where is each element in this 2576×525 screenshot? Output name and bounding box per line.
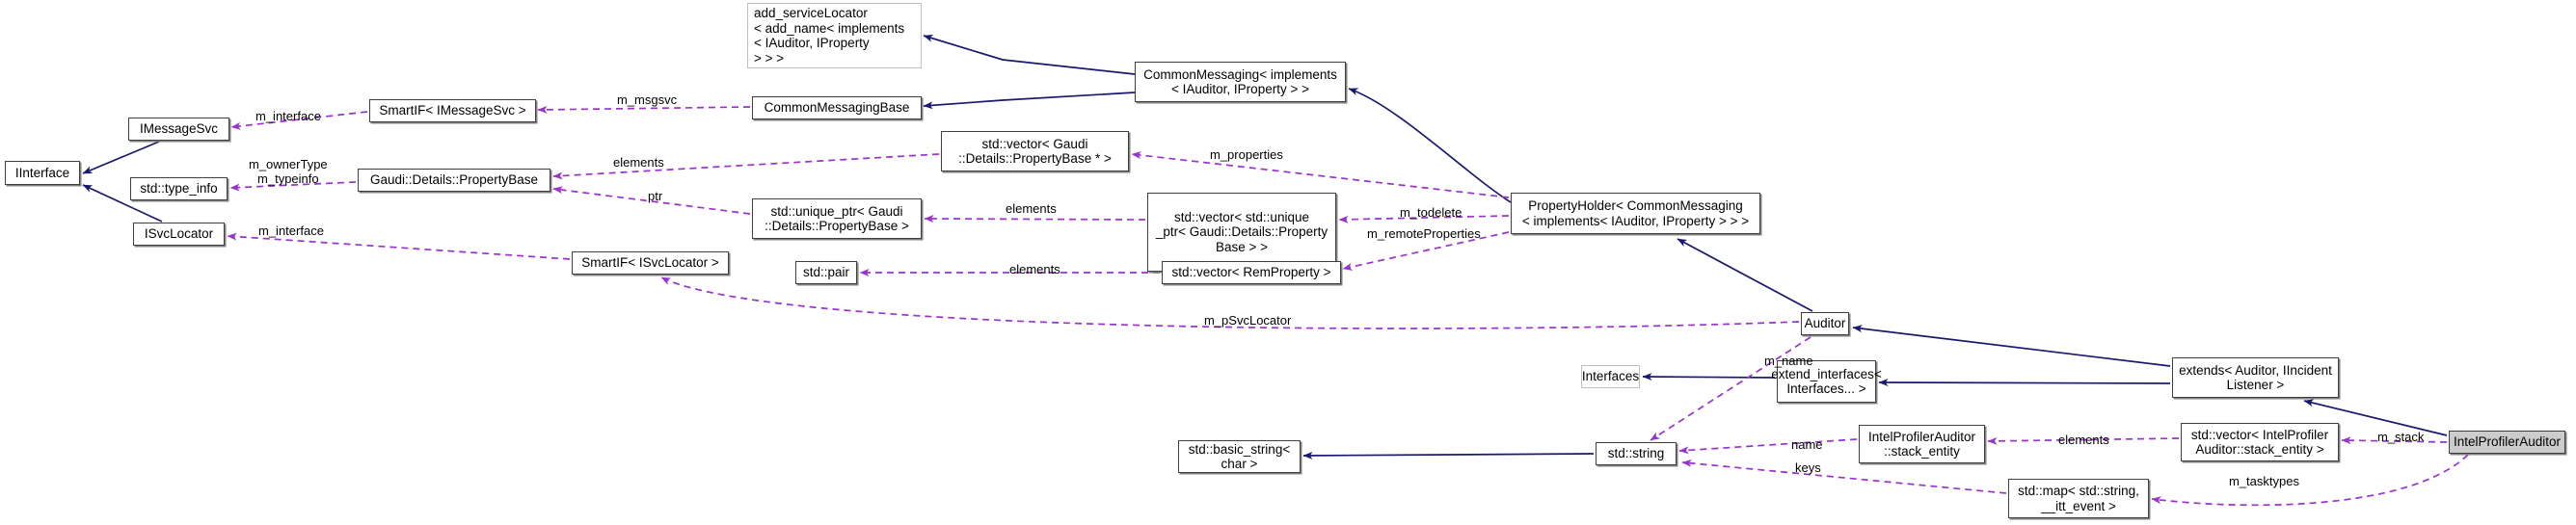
edge-label-m_pSvcLocator: m_pSvcLocator xyxy=(1204,313,1292,328)
edge-usage-PropertyHolder-to-vector_PropertyBase_ptr xyxy=(1131,151,1510,198)
class-node-Gaudi_Details_PropertyBase[interactable]: Gaudi::Details::PropertyBase xyxy=(358,169,550,192)
class-node-label: IInterface xyxy=(14,165,70,180)
class-node-IInterface[interactable]: IInterface xyxy=(5,161,80,185)
edge-inheritance-Auditor-to-PropertyHolder xyxy=(1677,238,1813,312)
edge-label-m_properties: m_properties xyxy=(1210,147,1283,162)
edge-usage-SmartIF_ISvcLocator-to-ISvcLocator xyxy=(227,232,571,260)
class-node-label: SmartIF< ISvcLocator > xyxy=(581,255,719,271)
class-node-unique_ptr_PropertyBase[interactable]: std::unique_ptr< Gaudi ::Details::Proper… xyxy=(752,198,922,239)
edge-label-elements_propertybase: elements xyxy=(613,155,664,170)
class-node-label: IntelProfilerAuditor ::stack_entity xyxy=(1867,429,1976,459)
class-node-label: std::pair xyxy=(802,265,850,280)
class-node-std_pair[interactable]: std::pair xyxy=(795,261,857,284)
edge-usage-vector_PropertyBase_ptr-to-Gaudi_Details_PropertyBase xyxy=(552,153,940,180)
class-node-IMessageSvc[interactable]: IMessageSvc xyxy=(128,118,229,141)
edge-label-keys: keys xyxy=(1795,460,1821,475)
edge-label-m_ownerType_typeinfo: m_ownerType m_typeinfo xyxy=(249,157,328,186)
edge-usage-IntelProfilerAuditor-to-map_string_itt_event xyxy=(2151,454,2469,507)
edge-inheritance-extends_Auditor_IIncidentListener-to-Auditor xyxy=(1852,325,2171,367)
edge-inheritance-extend_interfaces-to-Interfaces xyxy=(1642,373,1776,381)
edge-label-m_interface_svcloc: m_interface xyxy=(258,223,324,238)
edge-label-m_msgsvc: m_msgsvc xyxy=(617,92,678,107)
class-node-label: ISvcLocator xyxy=(144,226,214,242)
class-node-vector_PropertyBase_ptr[interactable]: std::vector< Gaudi ::Details::PropertyBa… xyxy=(941,131,1129,171)
class-node-label: CommonMessagingBase xyxy=(764,100,910,116)
edge-label-m_name: m_name xyxy=(1764,354,1813,368)
class-node-label: std::string xyxy=(1607,446,1665,461)
class-node-label: std::unique_ptr< Gaudi ::Details::Proper… xyxy=(765,203,909,234)
class-node-PropertyHolder[interactable]: PropertyHolder< CommonMessaging < implem… xyxy=(1511,193,1760,234)
class-node-label: IMessageSvc xyxy=(139,121,219,137)
class-node-label: std::map< std::string, __itt_event > xyxy=(2018,484,2139,513)
class-node-map_string_itt_event[interactable]: std::map< std::string, __itt_event > xyxy=(2008,479,2149,518)
edge-label-m_interface_msgsvc: m_interface xyxy=(255,109,321,123)
edge-label-name: name xyxy=(1791,437,1823,452)
edge-inheritance-PropertyHolder-to-CommonMessaging xyxy=(1348,88,1512,203)
edge-label-elements_rem: elements xyxy=(1009,262,1060,276)
edge-label-ptr: ptr xyxy=(648,189,663,203)
edge-inheritance-std_string-to-basic_string_char xyxy=(1302,451,1595,459)
edge-inheritance-CommonMessaging-to-add_serviceLocator xyxy=(923,34,1136,75)
edge-label-elements_stack: elements xyxy=(2058,433,2109,447)
class-node-label: Gaudi::Details::PropertyBase xyxy=(369,172,539,188)
class-node-label: std::vector< RemProperty > xyxy=(1171,265,1331,280)
class-node-SmartIF_IMessageSvc[interactable]: SmartIF< IMessageSvc > xyxy=(369,99,536,122)
class-node-label: std::vector< std::unique _ptr< Gaudi::De… xyxy=(1155,209,1328,254)
class-node-IntelProfilerAuditor[interactable]: IntelProfilerAuditor xyxy=(2449,431,2565,454)
edge-usage-map_string_itt_event-to-std_string xyxy=(1681,459,2007,494)
edge-label-elements_unique_ptr: elements xyxy=(1006,201,1057,216)
class-node-CommonMessagingBase[interactable]: CommonMessagingBase xyxy=(752,96,922,119)
class-node-CommonMessaging[interactable]: CommonMessaging< implements < IAuditor, … xyxy=(1135,62,1346,102)
class-node-label: std::type_info xyxy=(140,181,218,197)
edge-usage-CommonMessagingBase-to-SmartIF_IMessageSvc xyxy=(537,105,751,114)
class-node-extends_Auditor_IIncidentListener[interactable]: extends< Auditor, IIncident Listener > xyxy=(2172,357,2339,398)
class-node-vector_unique_ptr_PropertyBase[interactable]: std::vector< std::unique _ptr< Gaudi::De… xyxy=(1147,193,1336,272)
class-node-SmartIF_ISvcLocator[interactable]: SmartIF< ISvcLocator > xyxy=(572,251,729,275)
class-node-vector_RemProperty[interactable]: std::vector< RemProperty > xyxy=(1162,261,1341,284)
class-node-label: std::vector< Gaudi ::Details::PropertyBa… xyxy=(958,136,1112,167)
class-node-label: Interfaces xyxy=(1581,369,1640,384)
class-node-ISvcLocator[interactable]: ISvcLocator xyxy=(133,223,225,246)
class-node-Interfaces[interactable]: Interfaces xyxy=(1581,365,1640,388)
class-node-Auditor[interactable]: Auditor xyxy=(1801,312,1849,335)
class-node-std_string[interactable]: std::string xyxy=(1596,442,1677,465)
class-node-label: IntelProfilerAuditor xyxy=(2453,434,2562,450)
class-node-std_type_info[interactable]: std::type_info xyxy=(130,177,228,200)
edge-label-m_todelete: m_todelete xyxy=(1400,205,1462,220)
class-node-label: extends< Auditor, IIncident Listener > xyxy=(2179,362,2332,393)
edge-inheritance-extends_Auditor_IIncidentListener-to-extend_interfaces xyxy=(1878,379,2171,387)
class-node-add_serviceLocator[interactable]: add_serviceLocator < add_name< implement… xyxy=(747,3,922,68)
class-node-label: extend_interfaces< Interfaces... > xyxy=(1771,366,1882,397)
edge-inheritance-IMessageSvc-to-IInterface xyxy=(82,141,160,174)
edge-inheritance-CommonMessaging-to-CommonMessagingBase xyxy=(923,92,1136,110)
class-node-label: std::vector< IntelProfiler Auditor::stac… xyxy=(2190,427,2329,458)
class-node-label: add_serviceLocator < add_name< implement… xyxy=(754,6,905,66)
class-node-label: SmartIF< IMessageSvc > xyxy=(379,103,526,118)
class-node-label: CommonMessaging< implements < IAuditor, … xyxy=(1143,66,1337,97)
class-node-label: std::basic_string< char > xyxy=(1188,441,1291,472)
edge-usage-stack_entity-to-std_string xyxy=(1678,438,1858,455)
class-node-label: Auditor xyxy=(1804,316,1846,331)
edge-label-m_stack: m_stack xyxy=(2377,430,2425,444)
class-node-label: PropertyHolder< CommonMessaging < implem… xyxy=(1521,198,1750,228)
class-node-vector_stack_entity[interactable]: std::vector< IntelProfiler Auditor::stac… xyxy=(2181,423,2339,461)
class-node-stack_entity[interactable]: IntelProfilerAuditor ::stack_entity xyxy=(1859,425,1985,463)
edge-label-m_remoteProperties: m_remoteProperties xyxy=(1367,226,1481,241)
edge-usage-vector_unique_ptr_PropertyBase-to-unique_ptr_PropertyBase xyxy=(924,215,1146,223)
class-node-basic_string_char[interactable]: std::basic_string< char > xyxy=(1178,440,1301,473)
edge-label-m_tasktypes: m_tasktypes xyxy=(2229,474,2299,488)
